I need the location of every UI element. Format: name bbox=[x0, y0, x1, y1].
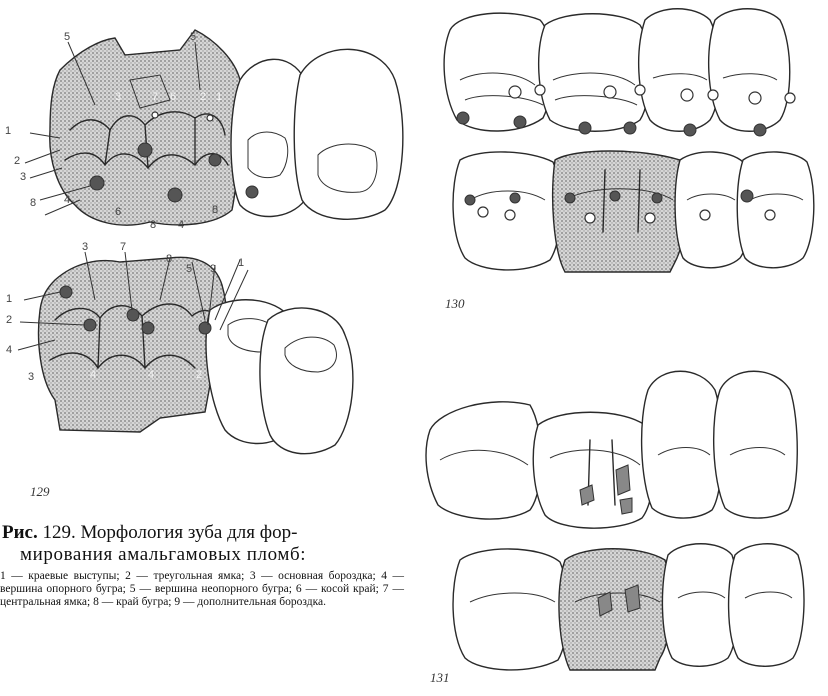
label-2: 2 bbox=[14, 155, 20, 167]
lower-arch-131 bbox=[453, 544, 804, 670]
label-1c: 1 bbox=[238, 257, 244, 269]
label-4a: 4 bbox=[64, 194, 70, 206]
caption-title-text: 129. Морфология зуба для фор- bbox=[38, 522, 298, 543]
label-9: 9 bbox=[210, 263, 216, 275]
caption-prefix: Рис. bbox=[2, 522, 38, 543]
label-6: 6 bbox=[115, 206, 121, 218]
label-8d: 8 bbox=[166, 253, 172, 265]
figure-130-number: 130 bbox=[445, 296, 465, 312]
figure-131-drawing bbox=[420, 340, 820, 680]
label-8b: 8 bbox=[150, 219, 156, 231]
label-4d: 4 bbox=[90, 369, 96, 381]
label-8a: 8 bbox=[30, 197, 36, 209]
lower-tooth-diagram: 3 7 8 5 9 1 1 2 4 3 4 4 2 bbox=[6, 241, 353, 454]
figure-129-drawing: 5 5 1 2 3 8 4 6 8 4 8 3 7 6 2 1 3 7 8 5 bbox=[0, 0, 420, 520]
caption-title-line1: Рис. 129. Морфология зуба для фор- bbox=[0, 522, 405, 544]
upper-arch-131 bbox=[426, 371, 797, 528]
label-3b: 3 bbox=[115, 91, 121, 103]
label-5c: 5 bbox=[186, 263, 192, 275]
label-7: 7 bbox=[152, 91, 158, 103]
lower-arch-130 bbox=[453, 151, 814, 272]
label-1d: 1 bbox=[6, 293, 12, 305]
label-1: 1 bbox=[5, 125, 11, 137]
upper-arch-130 bbox=[444, 9, 795, 136]
upper-tooth-diagram: 5 5 1 2 3 8 4 6 8 4 8 3 7 6 2 1 bbox=[5, 30, 403, 231]
label-6b: 6 bbox=[170, 91, 176, 103]
label-8c: 8 bbox=[212, 204, 218, 216]
label-2d: 2 bbox=[196, 369, 202, 381]
label-5b: 5 bbox=[190, 31, 196, 43]
label-7b: 7 bbox=[120, 241, 126, 253]
figure-130-drawing bbox=[425, 0, 825, 300]
caption-legend: 1 — краевые выступы; 2 — треугольная ямк… bbox=[0, 570, 404, 609]
label-4c: 4 bbox=[6, 344, 12, 356]
label-3c: 3 bbox=[82, 241, 88, 253]
label-3: 3 bbox=[20, 171, 26, 183]
figure-129-number: 129 bbox=[30, 484, 50, 500]
figure-caption: Рис. 129. Морфология зуба для фор- миров… bbox=[0, 522, 405, 609]
label-4e: 4 bbox=[148, 369, 154, 381]
label-5a: 5 bbox=[64, 31, 70, 43]
label-3d: 3 bbox=[28, 371, 34, 383]
caption-title-line2: мирования амальгамовых пломб: bbox=[0, 544, 405, 566]
label-4b: 4 bbox=[178, 219, 184, 231]
label-2b: 2 bbox=[200, 91, 206, 103]
figure-131-number: 131 bbox=[430, 670, 450, 686]
label-1b: 1 bbox=[216, 91, 222, 103]
label-2c: 2 bbox=[6, 314, 12, 326]
